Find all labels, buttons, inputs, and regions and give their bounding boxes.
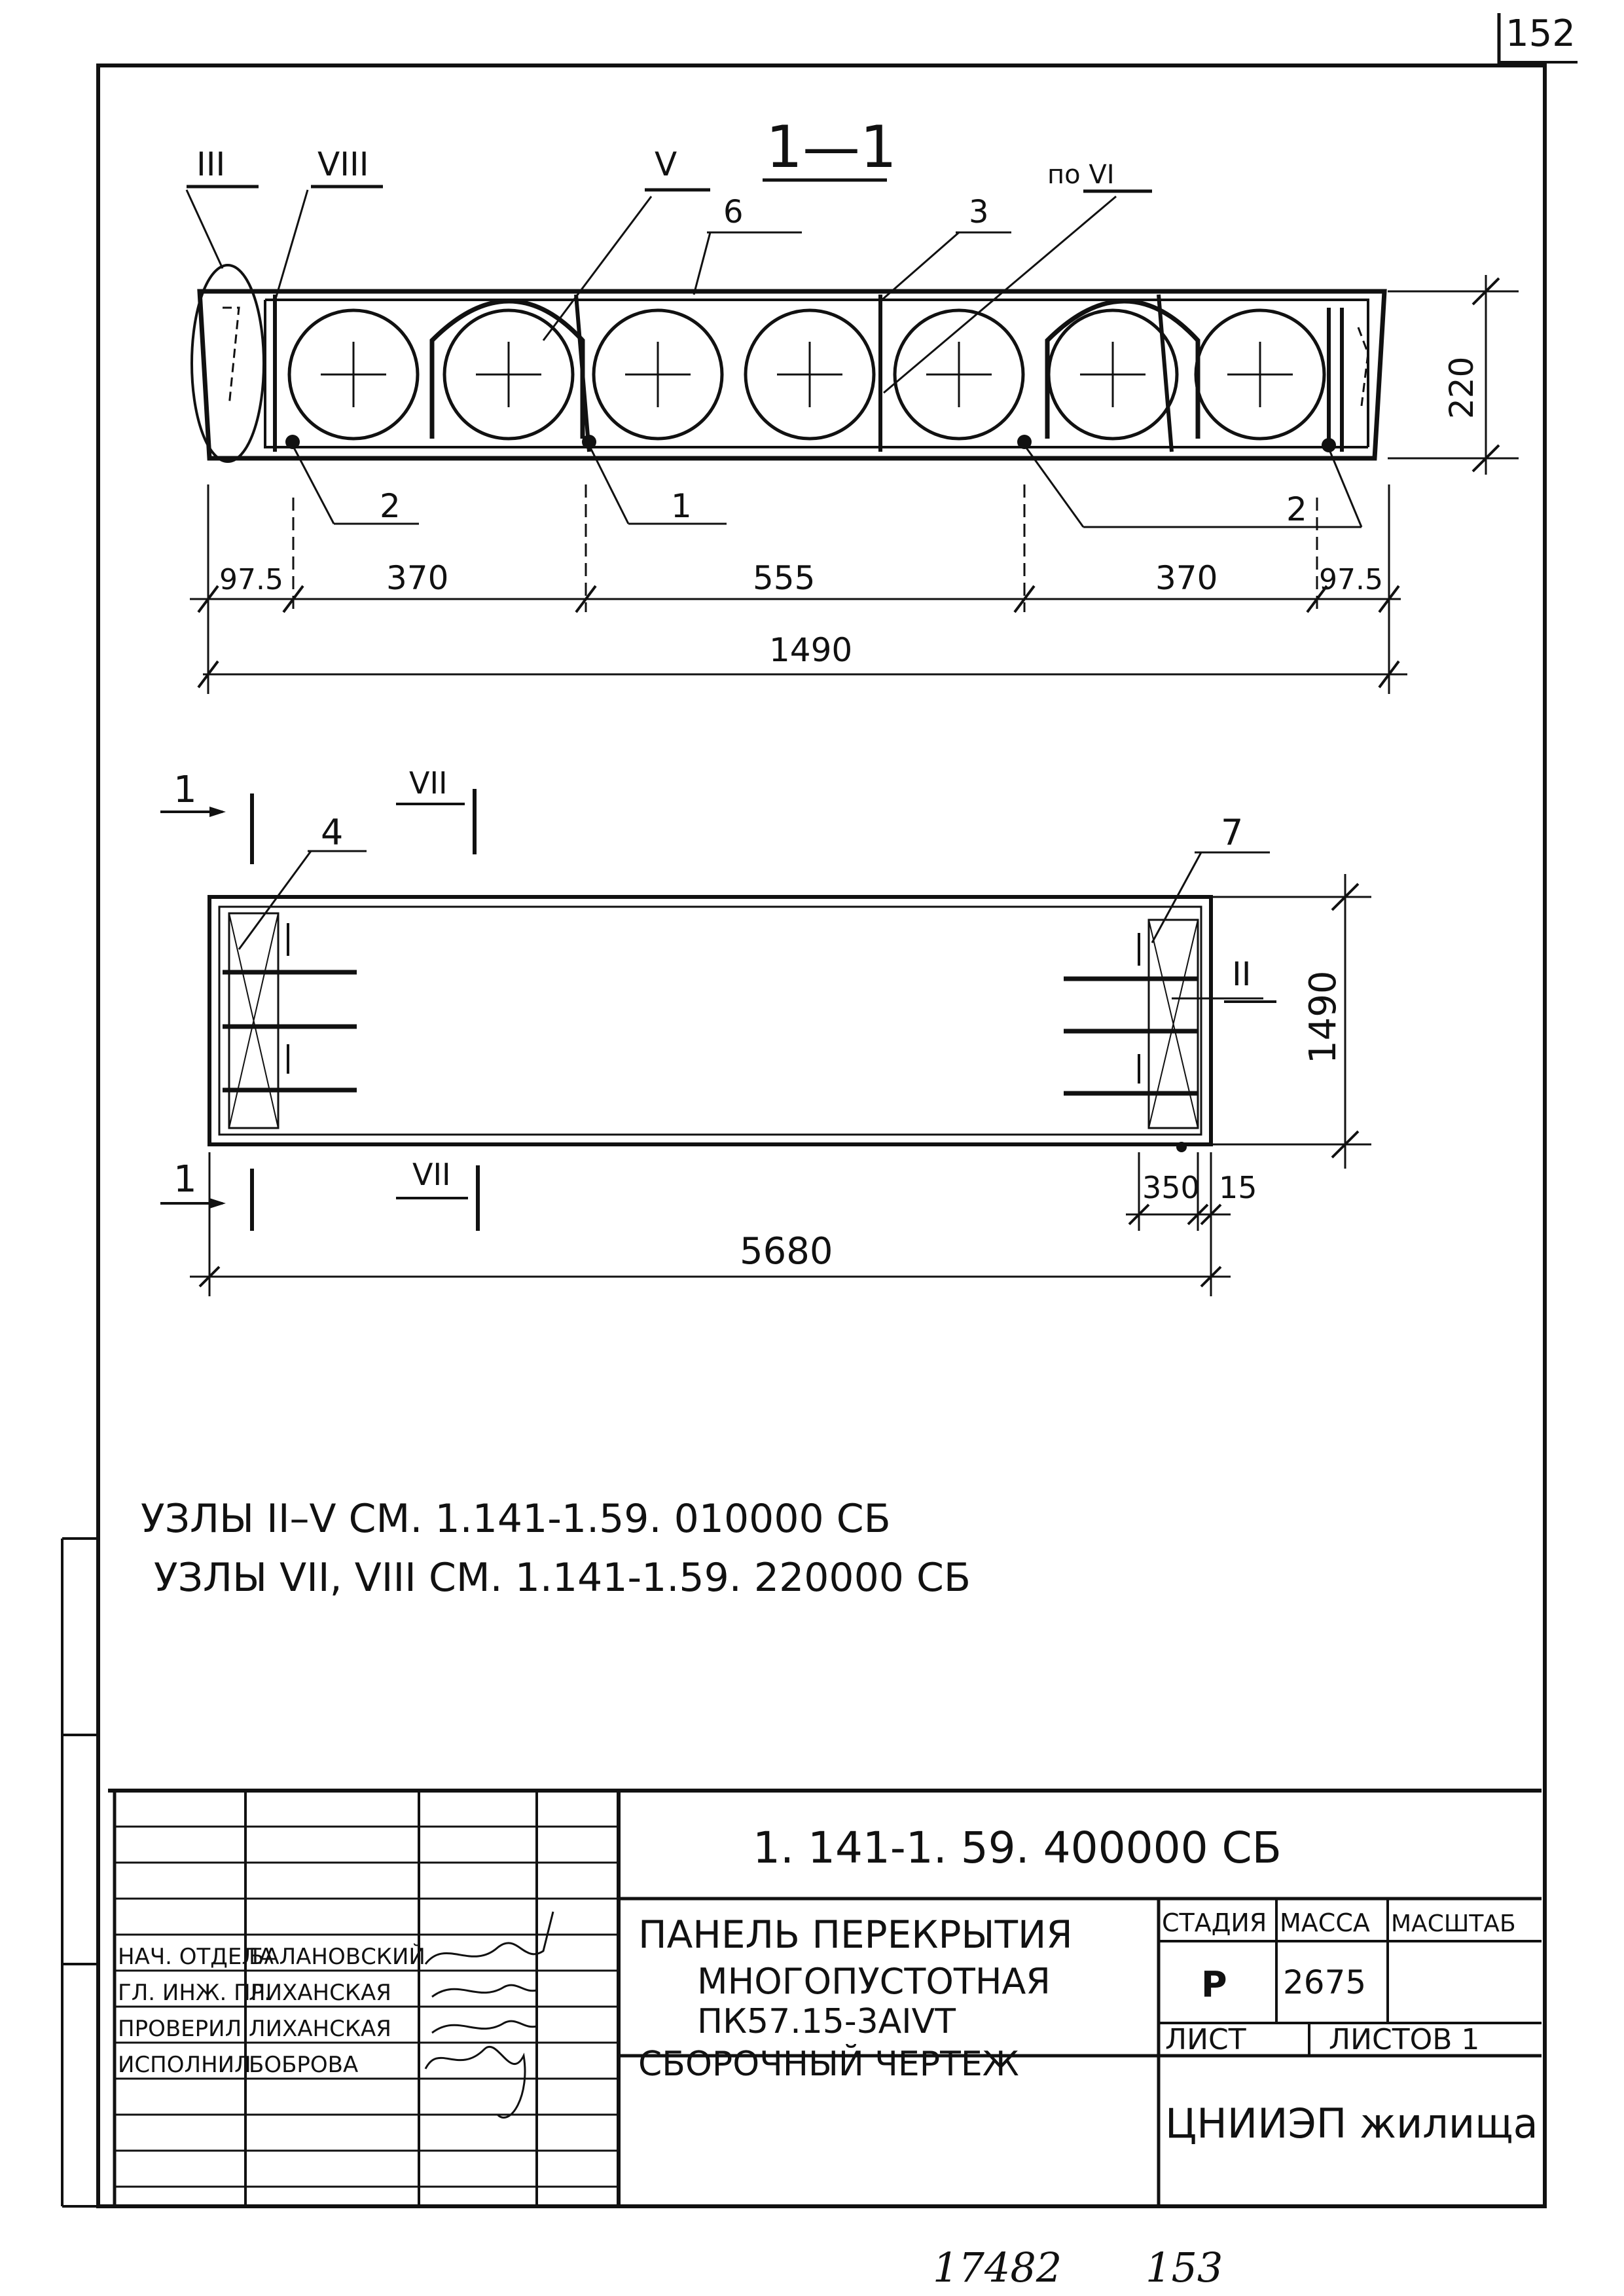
hollow-core [744, 308, 876, 441]
node-vii-top: VII [409, 765, 448, 801]
handwritten-signatures [424, 1911, 554, 2119]
callout-7: 7 [1221, 812, 1243, 853]
sig-name-3: ЛИХАНСКАЯ [249, 2016, 391, 2042]
section-title: 1—1 [766, 113, 897, 181]
callout-iii: III [196, 145, 225, 183]
sig-role-3: ПРОВЕРИЛ [118, 2016, 242, 2042]
dim-97-5-left: 97.5 [219, 563, 283, 596]
dim-370-left: 370 [386, 559, 448, 597]
stage-value: Р [1201, 1964, 1227, 2005]
callout-1: 1 [671, 487, 692, 525]
header-mass: МАССА [1280, 1908, 1370, 1937]
name-line-4: СБОРОЧНЫЙ ЧЕРТЕЖ [638, 2044, 1019, 2084]
sheet-label: ЛИСТ [1165, 2023, 1246, 2056]
plan-width-dimension: 1490 [1302, 970, 1344, 1064]
hollow-cores [287, 308, 1326, 441]
sig-role-1: НАЧ. ОТДЕЛА [118, 1944, 274, 1970]
hollow-core [287, 308, 420, 441]
plan-length-dimension: 5680 [740, 1230, 833, 1273]
notes: УЗЛЫ II–V СМ. 1.141-1.59. 010000 СБ УЗЛЫ… [141, 1496, 971, 1601]
node-vii-bottom: VII [412, 1157, 451, 1192]
sig-name-2: ЛИХАНСКАЯ [249, 1980, 391, 2006]
height-dimension: 220 [1443, 357, 1481, 419]
hollow-core [893, 308, 1025, 441]
panel-cross-section [197, 289, 1387, 461]
handwritten-number-17482: 17482 [933, 2244, 1062, 2291]
callout-2-left: 2 [380, 487, 401, 525]
section-1-1: 1—1 [185, 113, 1519, 694]
sig-name-4: БОБРОВА [249, 2052, 358, 2078]
callout-2-right: 2 [1286, 490, 1307, 528]
section-mark-1-bottom: 1 [173, 1158, 197, 1201]
header-scale: МАСШТАБ [1391, 1910, 1516, 1937]
callout-6: 6 [723, 194, 744, 230]
dim-370-right: 370 [1155, 559, 1218, 597]
name-line-2: МНОГОПУСТОТНАЯ [697, 1961, 1051, 2002]
dim-350: 350 [1142, 1170, 1200, 1205]
title-block: НАЧ. ОТДЕЛА БАЛАНОВСКИЙ ГЛ. ИНЖ. ПР. ЛИХ… [108, 1789, 1542, 2206]
sheet-frame [61, 13, 1578, 2208]
node-ii: II [1232, 955, 1252, 993]
callout-viii: VIII [317, 145, 369, 183]
hollow-core [1194, 308, 1326, 441]
document-code: 1. 141-1. 59. 400000 СБ [753, 1823, 1282, 1873]
sig-role-2: ГЛ. ИНЖ. ПР. [118, 1980, 271, 2006]
note-line-1: УЗЛЫ II–V СМ. 1.141-1.59. 010000 СБ [141, 1496, 891, 1542]
note-line-2: УЗЛЫ VII, VIII СМ. 1.141-1.59. 220000 СБ [154, 1555, 971, 1601]
sig-name-1: БАЛАНОВСКИЙ [249, 1943, 425, 1970]
mass-value: 2675 [1283, 1963, 1366, 2001]
callout-3: 3 [969, 194, 989, 230]
hollow-core [1047, 308, 1179, 441]
hollow-core [442, 308, 575, 441]
hollow-core [592, 308, 724, 441]
dim-555: 555 [753, 559, 815, 597]
callout-v: V [655, 145, 677, 183]
organization: ЦНИИЭП жилища [1165, 2100, 1538, 2147]
dim-97-5-right: 97.5 [1319, 563, 1383, 596]
name-line-3: ПК57.15-3АIVТ [697, 2002, 956, 2041]
header-stage: СТАДИЯ [1162, 1908, 1267, 1937]
plan-view: 1 1 VII VII 4 7 II 1490 [160, 765, 1371, 1296]
dim-15: 15 [1219, 1170, 1257, 1205]
callout-4: 4 [321, 812, 343, 853]
sig-role-4: ИСПОЛНИЛ [118, 2052, 251, 2078]
corner-sheet-number: 152 [1506, 12, 1576, 55]
handwritten-number-153: 153 [1146, 2244, 1223, 2291]
section-mark-1-top: 1 [173, 769, 197, 811]
sheets-count: ЛИСТОВ 1 [1329, 2023, 1479, 2056]
name-line-1: ПАНЕЛЬ ПЕРЕКРЫТИЯ [638, 1912, 1073, 1957]
dim-overall-1490: 1490 [769, 631, 852, 669]
callout-po-vi: по VI [1047, 160, 1115, 190]
